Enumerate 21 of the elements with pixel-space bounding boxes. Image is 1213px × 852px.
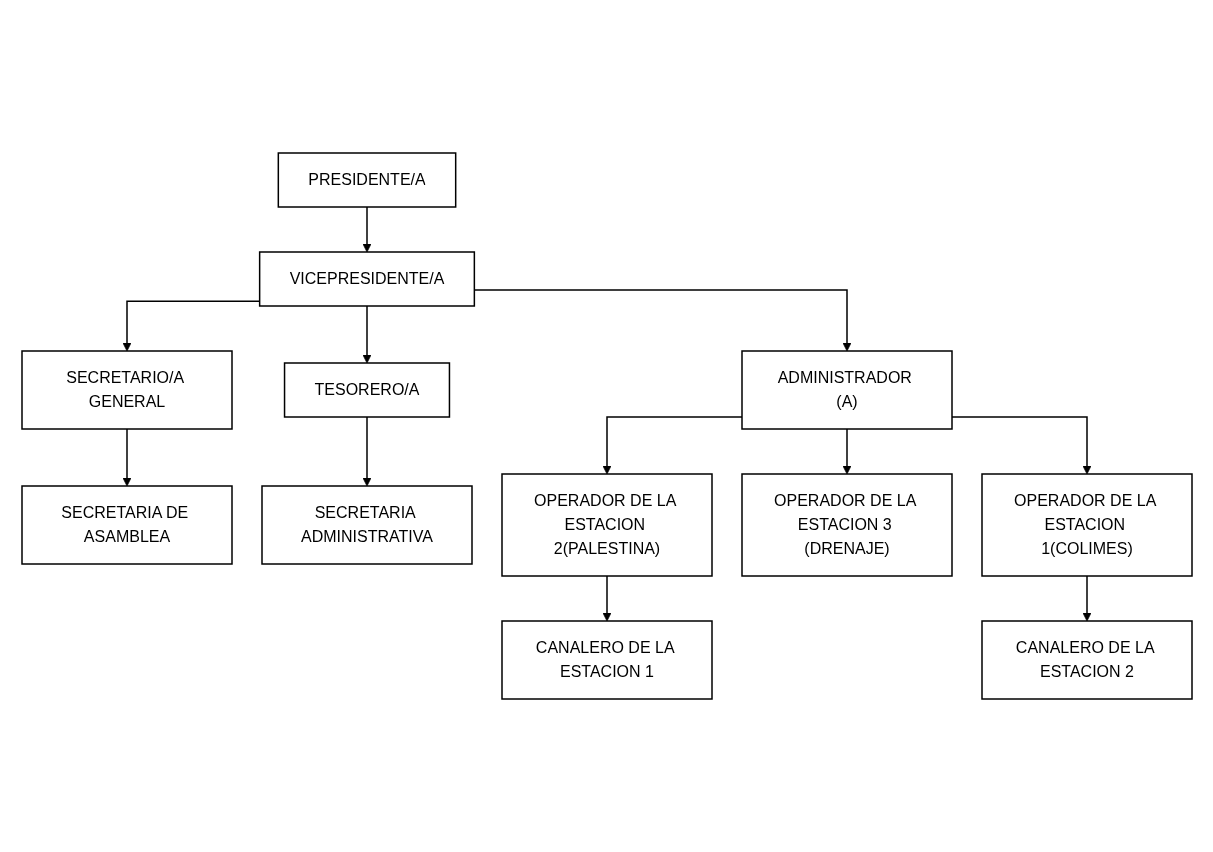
node-box: TESORERO/A xyxy=(283,362,450,418)
arrow xyxy=(602,575,611,622)
node-box: CANALERO DE LA ESTACION 2 xyxy=(980,620,1193,700)
arrow xyxy=(1082,575,1091,622)
arrow xyxy=(362,305,371,364)
arrow xyxy=(362,206,371,253)
arrow xyxy=(842,428,851,475)
node-box: CANALERO DE LA ESTACION 1 xyxy=(500,620,713,700)
node-box: OPERADOR DE LA ESTACION 1(COLIMES) xyxy=(980,473,1193,577)
node-box: OPERADOR DE LA ESTACION 3 (DRENAJE) xyxy=(740,473,953,577)
node-box: ADMINISTRADOR (A) xyxy=(740,350,953,430)
node-box: VICEPRESIDENTE/A xyxy=(258,251,475,307)
node-box: SECRETARIA DE ASAMBLEA xyxy=(20,485,233,565)
node-box: PRESIDENTE/A xyxy=(277,152,456,208)
arrow xyxy=(473,289,851,352)
arrow xyxy=(122,300,260,352)
node-box: SECRETARIO/A GENERAL xyxy=(20,350,233,430)
arrow xyxy=(122,428,131,487)
node-box: SECRETARIA ADMINISTRATIVA xyxy=(260,485,473,565)
arrow xyxy=(362,416,371,487)
node-box: OPERADOR DE LA ESTACION 2(PALESTINA) xyxy=(500,473,713,577)
